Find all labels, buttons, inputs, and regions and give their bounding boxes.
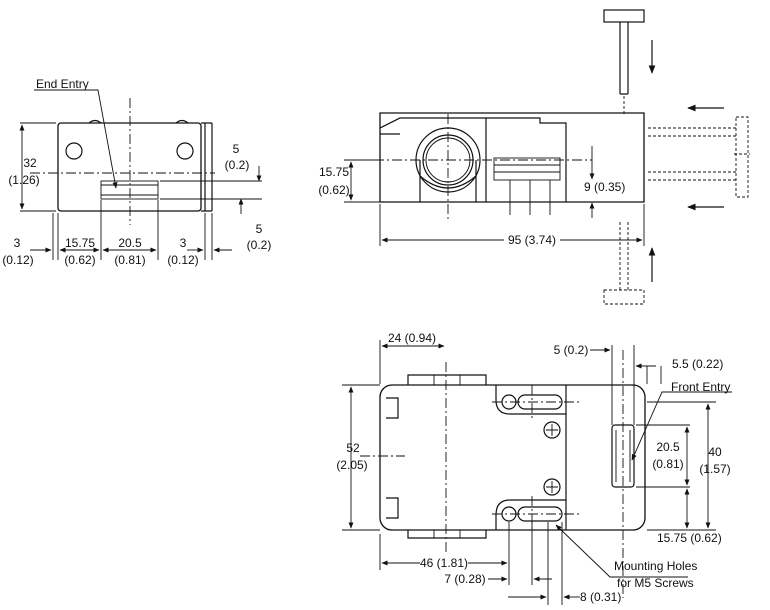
front-entry-label: Front Entry bbox=[671, 380, 730, 394]
top-height-in: (2.05) bbox=[336, 458, 367, 472]
top-hole-pos: 46 (1.81) bbox=[420, 556, 468, 570]
bottom-actuator-cap bbox=[603, 289, 645, 305]
side-gap: 9 (0.35) bbox=[584, 180, 625, 194]
end-slot-top-in: (0.2) bbox=[225, 158, 250, 172]
screw-bottom bbox=[543, 478, 561, 496]
top-slot-len-in: (0.81) bbox=[652, 457, 683, 471]
top-actuator-cap bbox=[603, 9, 645, 23]
end-right-in: (0.12) bbox=[167, 253, 198, 267]
top-hole-spacing: 7 (0.28) bbox=[444, 572, 485, 586]
end-height-in: (1.26) bbox=[8, 173, 39, 187]
end-offset-in: (0.62) bbox=[64, 253, 95, 267]
top-hole-width: 8 (0.31) bbox=[580, 590, 621, 604]
end-view-body bbox=[57, 122, 202, 212]
top-slot-len-mm: 20.5 bbox=[656, 440, 680, 454]
end-slot-width-mm: 20.5 bbox=[118, 236, 142, 250]
mounting-holes-label-2: for M5 Screws bbox=[617, 576, 694, 590]
end-entry-label: End Entry bbox=[36, 77, 89, 91]
end-view-hole-right bbox=[176, 142, 194, 160]
end-slot-bottom-mm: 5 bbox=[256, 222, 263, 236]
right-actuator-cap bbox=[735, 116, 749, 198]
end-offset-mm: 15.75 bbox=[65, 236, 95, 250]
top-slot-width: 5 (0.2) bbox=[554, 343, 589, 357]
end-slot-width-in: (0.81) bbox=[114, 253, 145, 267]
end-entry-slot bbox=[100, 180, 159, 200]
end-slot-top-mm: 5 bbox=[233, 142, 240, 156]
top-height-mm: 52 bbox=[346, 441, 360, 455]
top-span-in: (1.57) bbox=[699, 462, 730, 476]
end-right-mm: 3 bbox=[180, 236, 187, 250]
end-left-mm: 3 bbox=[14, 236, 21, 250]
end-left-in: (0.12) bbox=[2, 253, 33, 267]
end-slot-bottom-in: (0.2) bbox=[247, 238, 272, 252]
top-bottom-offset: 15.75 (0.62) bbox=[657, 531, 722, 545]
side-length: 95 (3.74) bbox=[508, 233, 556, 247]
screw-top bbox=[543, 421, 561, 439]
side-view: 15.75 (0.62) 9 (0.35) 95 (3.74) bbox=[318, 9, 750, 305]
end-view-hole-left bbox=[65, 142, 83, 160]
top-slot-offset: 5.5 (0.22) bbox=[672, 357, 723, 371]
top-span-mm: 40 bbox=[708, 445, 722, 459]
top-view: 24 (0.94) 5 (0.2) 5.5 (0.22) Front Entry… bbox=[336, 331, 732, 605]
top-width-a: 24 (0.94) bbox=[388, 331, 436, 345]
side-axis-height-mm: 15.75 bbox=[319, 165, 349, 179]
mounting-holes-label: Mounting Holes bbox=[614, 559, 697, 573]
side-axis-height-in: (0.62) bbox=[318, 183, 349, 197]
end-height-mm: 32 bbox=[23, 156, 37, 170]
end-view: End Entry 32 (1.26) 5 (0.2) 5 (0.2) 3 (0… bbox=[2, 77, 271, 267]
